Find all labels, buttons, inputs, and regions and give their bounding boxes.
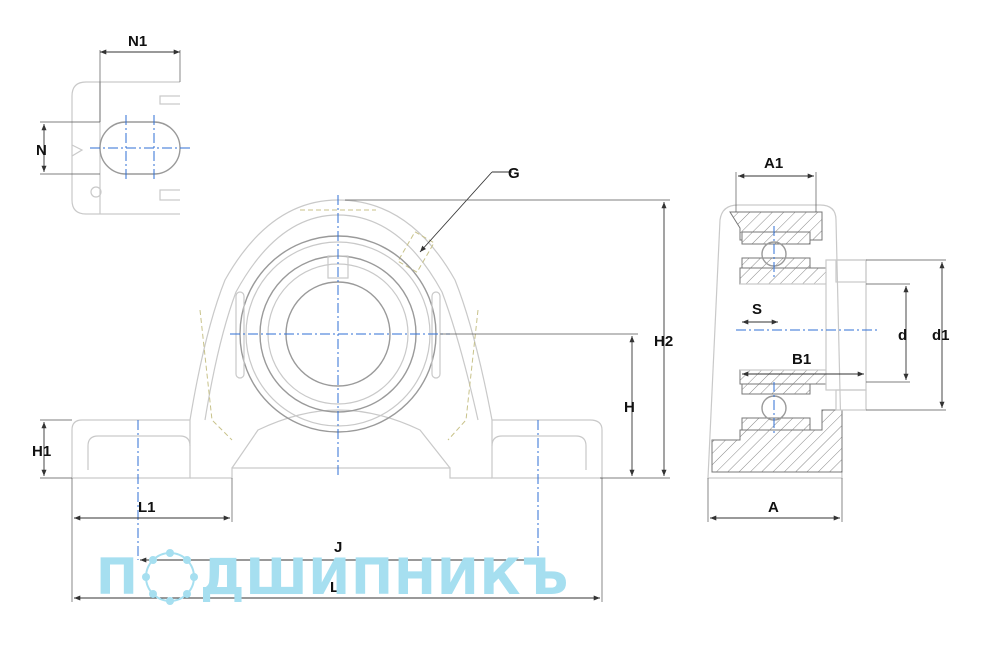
label-d1: d1 xyxy=(932,327,950,344)
label-l1: L1 xyxy=(138,499,156,516)
label-l: L xyxy=(330,579,339,596)
logo-text-left: П xyxy=(96,548,139,606)
label-s: S xyxy=(752,301,762,318)
logo-bearing-icon xyxy=(142,549,198,605)
housing-side-section xyxy=(707,172,946,522)
label-n: N xyxy=(36,142,47,159)
housing-front-view xyxy=(40,171,670,602)
label-a: A xyxy=(768,499,779,516)
label-d: d xyxy=(898,327,907,344)
label-g: G xyxy=(508,165,520,182)
label-n1: N1 xyxy=(128,33,147,50)
logo-text-right: ДШИПНИКЪ xyxy=(200,548,570,606)
label-h2: H2 xyxy=(654,333,673,350)
label-a1: A1 xyxy=(764,155,783,172)
label-j: J xyxy=(334,539,342,556)
foot-slot-view xyxy=(40,49,190,215)
label-h1: H1 xyxy=(32,443,51,460)
label-h: H xyxy=(624,399,635,416)
label-b1: B1 xyxy=(792,351,811,368)
brand-logo: П ДШИПНИКЪ xyxy=(96,548,570,606)
